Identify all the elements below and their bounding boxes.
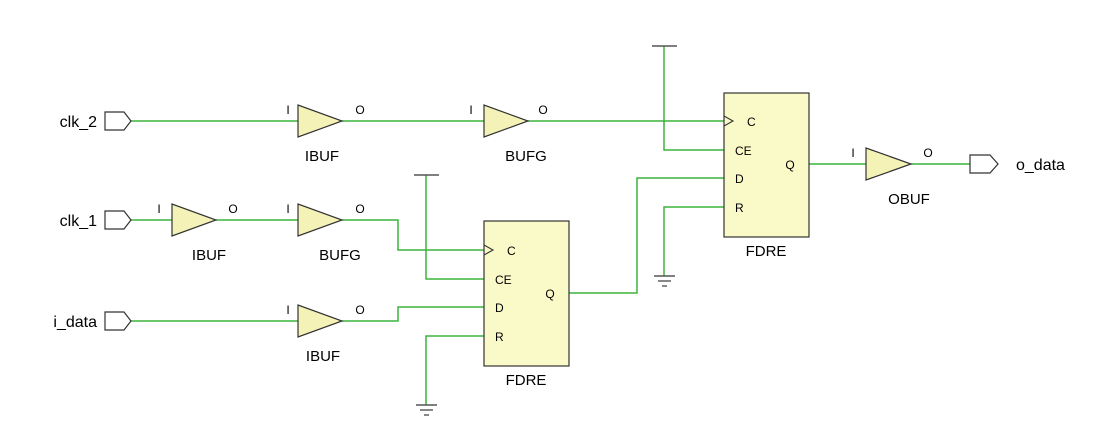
fdre-2-pin-ce: CE <box>735 144 752 158</box>
bufg-clk2-label: BUFG <box>505 148 547 165</box>
obuf-pin-o: O <box>923 146 932 160</box>
fdre-2-label: FDRE <box>746 243 787 260</box>
ibuf-idata-pin-o: O <box>355 303 364 317</box>
bufg-clk1-pin-o: O <box>355 202 364 216</box>
fdre-1-body[interactable] <box>483 220 570 367</box>
ibuf-idata-pin-i: I <box>286 303 289 317</box>
input-port-clk2-arrow[interactable] <box>104 111 132 131</box>
bufg-clk2[interactable]: I O BUFG <box>469 103 547 165</box>
bufg-clk1-pin-i: I <box>286 202 289 216</box>
port-label-idata: i_data <box>53 314 97 331</box>
ibuf-clk1-pin-o: O <box>228 202 237 216</box>
bufg-clk2-triangle[interactable] <box>483 104 530 138</box>
gnd-symbol-fdre2 <box>654 275 675 287</box>
ibuf-clk1[interactable]: I O IBUF <box>157 202 237 264</box>
ibuf-clk2-label: IBUF <box>305 148 339 165</box>
fdre-2-pin-c: C <box>747 115 756 129</box>
fdre-1-label: FDRE <box>506 372 547 389</box>
ibuf-clk2[interactable]: I O IBUF <box>286 103 364 165</box>
bufg-clk2-pin-o: O <box>538 103 547 117</box>
ibuf-clk1-pin-i: I <box>157 202 160 216</box>
wire-fdre2-ce-vcc[interactable] <box>663 46 724 151</box>
ibuf-clk2-triangle[interactable] <box>297 104 344 138</box>
fdre-1-clock-arrow-icon <box>483 244 495 256</box>
obuf-label: OBUF <box>888 191 930 208</box>
wire-ibuf-to-fdre1-d[interactable] <box>342 306 484 322</box>
input-port-clk1[interactable]: clk_1 <box>60 210 132 230</box>
obuf-pin-i: I <box>851 146 854 160</box>
wire-bufg-clk1-to-fdre1-c[interactable] <box>342 219 484 251</box>
fdre-1-pin-q: Q <box>545 287 554 301</box>
fdre-1[interactable]: C CE D R Q FDRE <box>483 220 570 389</box>
ibuf-clk1-triangle[interactable] <box>171 203 218 237</box>
fdre-1-pin-d: D <box>495 301 504 315</box>
ibuf-clk2-pin-o: O <box>355 103 364 117</box>
fdre-2-body[interactable] <box>723 92 810 238</box>
fdre-2-clock-arrow-icon <box>723 115 735 127</box>
fdre-2-pin-d: D <box>735 172 744 186</box>
fdre-1-pin-c: C <box>507 244 516 258</box>
wire-fdre1-r-gnd[interactable] <box>425 335 484 405</box>
port-label-odata: o_data <box>1016 157 1065 174</box>
fdre-2-pin-r: R <box>735 201 744 215</box>
input-port-clk2[interactable]: clk_2 <box>60 111 132 131</box>
ibuf-clk2-pin-i: I <box>286 103 289 117</box>
bufg-clk1-label: BUFG <box>319 247 361 264</box>
obuf[interactable]: I O OBUF <box>851 146 932 208</box>
wire-fdre1-ce-vcc[interactable] <box>425 175 484 280</box>
ibuf-clk1-label: IBUF <box>192 247 226 264</box>
wires <box>131 46 970 405</box>
bufg-clk1[interactable]: I O BUFG <box>286 202 364 264</box>
ibuf-idata-label: IBUF <box>306 348 340 365</box>
input-port-idata-arrow[interactable] <box>104 311 132 331</box>
bufg-clk2-pin-i: I <box>469 103 472 117</box>
output-port-odata-arrow[interactable] <box>969 154 999 174</box>
fdre-2-pin-q: Q <box>785 158 794 172</box>
obuf-triangle[interactable] <box>865 147 913 181</box>
wire-fdre2-r-gnd[interactable] <box>663 206 724 276</box>
input-port-idata[interactable]: i_data <box>53 311 132 331</box>
output-port-odata[interactable]: o_data <box>969 154 1065 174</box>
ibuf-idata-triangle[interactable] <box>297 304 344 338</box>
port-label-clk1: clk_1 <box>60 213 97 230</box>
bufg-clk1-triangle[interactable] <box>297 203 344 237</box>
fdre-1-pin-ce: CE <box>495 273 512 287</box>
ibuf-idata[interactable]: I O IBUF <box>286 303 364 365</box>
fdre-2[interactable]: C CE D R Q FDRE <box>723 92 810 260</box>
port-label-clk2: clk_2 <box>60 114 97 131</box>
fdre-1-pin-r: R <box>495 330 504 344</box>
wire-fdre1-q-to-fdre2-d[interactable] <box>569 177 724 294</box>
gnd-symbol-fdre1 <box>416 404 437 416</box>
input-port-clk1-arrow[interactable] <box>104 210 132 230</box>
